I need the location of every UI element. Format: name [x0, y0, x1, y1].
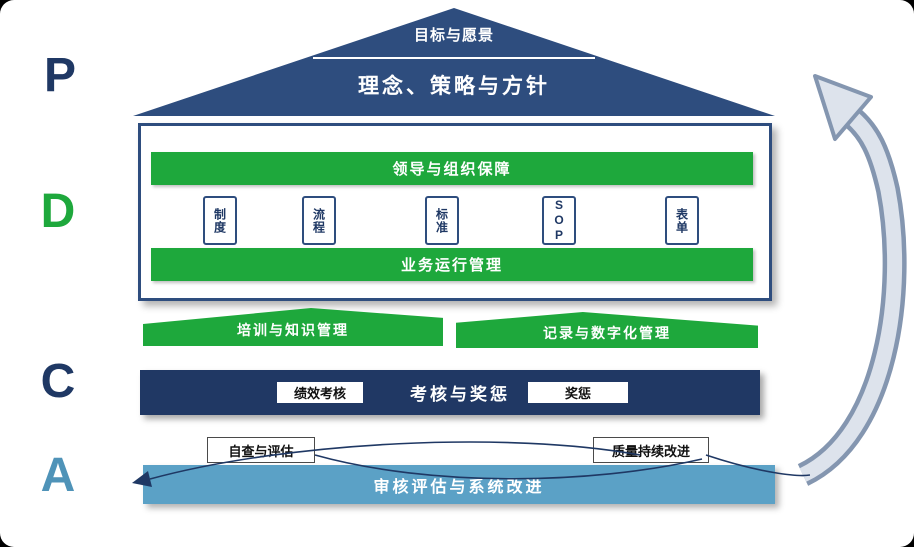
pdca-letter-d: D [40, 185, 76, 238]
roof-goal-vision-label: 目标与愿景 [413, 27, 494, 44]
feedback-curved-arrow [797, 74, 907, 486]
training-knowledge-label: 培训与知识管理 [237, 322, 349, 338]
tag-sop: SOP [542, 196, 576, 245]
roof-divider-line [312, 57, 596, 59]
assessment-bar: 绩效考核 考核与奖惩 奖惩 [140, 370, 760, 415]
tag-process: 流程 [302, 196, 336, 245]
house-body: 领导与组织保障 制度 流程 标准 SOP 表单 业务运行管理 [138, 123, 772, 301]
records-digital-banner: 记录与数字化管理 [456, 312, 758, 348]
feedback-arrowhead [813, 74, 873, 141]
records-digital-label: 记录与数字化管理 [543, 325, 671, 341]
tag-system: 制度 [203, 196, 237, 245]
tag-form: 表单 [665, 196, 699, 245]
reward-punishment-chip: 奖惩 [528, 382, 628, 403]
pdca-letter-c: C [40, 355, 76, 408]
roof-strategy-label: 理念、策略与方针 [358, 75, 550, 98]
performance-review-chip: 绩效考核 [277, 382, 363, 403]
tag-standard: 标准 [425, 196, 459, 245]
assessment-title: 考核与奖惩 [410, 385, 510, 404]
self-check-box: 自查与评估 [207, 437, 315, 463]
pdca-letter-a: A [40, 449, 76, 502]
roof-triangle: 目标与愿景 理念、策略与方针 [133, 8, 775, 116]
pdca-letter-p: P [43, 49, 76, 102]
operation-bar: 业务运行管理 [151, 248, 753, 281]
quality-improvement-box: 质量持续改进 [593, 437, 709, 463]
audit-improvement-bar: 审核评估与系统改进 [143, 465, 775, 504]
leadership-bar: 领导与组织保障 [151, 152, 753, 185]
training-knowledge-banner: 培训与知识管理 [143, 308, 443, 346]
